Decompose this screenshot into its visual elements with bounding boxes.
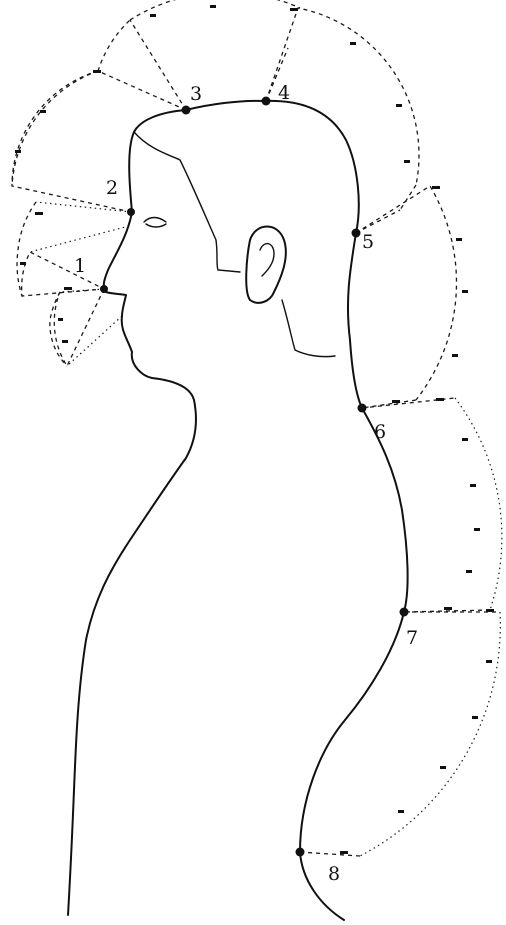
point-6: 6 bbox=[358, 404, 387, 444]
sector-3 bbox=[12, 0, 300, 186]
svg-text:3: 3 bbox=[190, 83, 202, 105]
svg-text:6: 6 bbox=[374, 421, 386, 443]
svg-text:7: 7 bbox=[406, 627, 418, 649]
svg-text:2: 2 bbox=[106, 177, 118, 199]
svg-text:1: 1 bbox=[74, 255, 86, 277]
point-3: 3 bbox=[182, 83, 203, 115]
svg-text:4: 4 bbox=[278, 82, 290, 104]
sector-1 bbox=[22, 252, 122, 366]
scale-ticks bbox=[15, 5, 494, 854]
svg-text:8: 8 bbox=[328, 863, 340, 885]
svg-text:5: 5 bbox=[362, 231, 374, 253]
sector-4 bbox=[266, 8, 419, 210]
human-profile bbox=[68, 101, 408, 920]
sector-7 bbox=[300, 612, 500, 856]
point-7: 7 bbox=[400, 608, 419, 650]
sector-5 bbox=[356, 186, 456, 408]
point-1: 1 bbox=[74, 255, 108, 293]
